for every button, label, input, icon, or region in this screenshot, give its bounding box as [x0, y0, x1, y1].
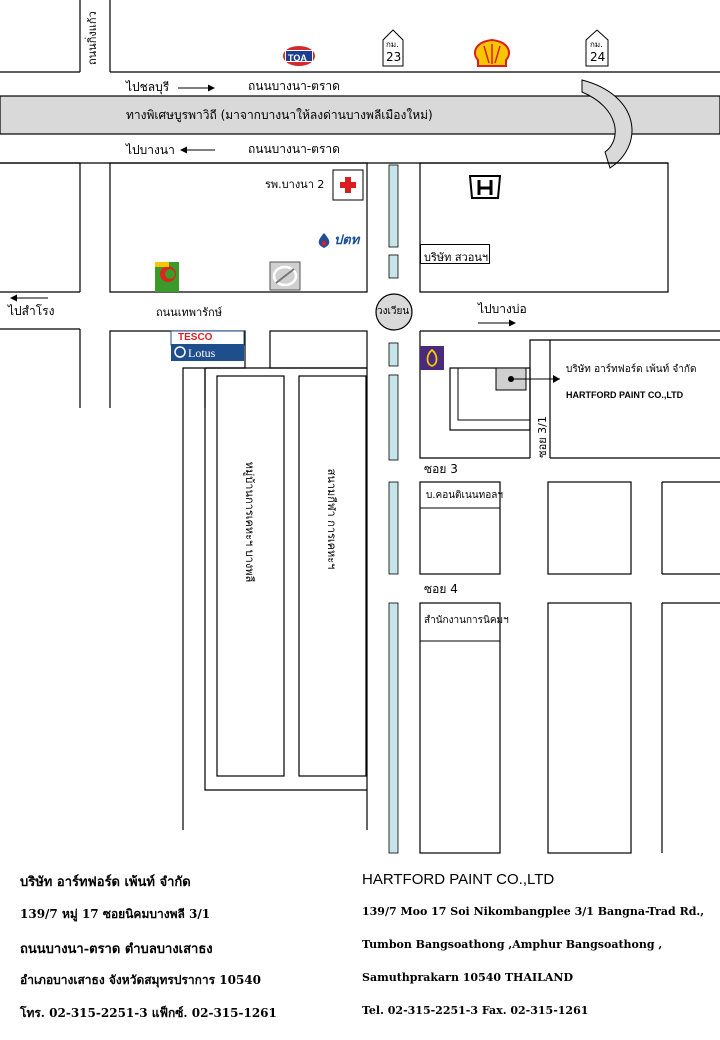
stadium-label: สนามกีฬา การเคหะฯ [325, 468, 338, 570]
roundabout-circle [375, 293, 413, 331]
km-label-24: กม. [590, 40, 603, 49]
address-th-line3: อำเภอบางเสาธง จังหวัดสมุทรปราการ 10540 [20, 973, 262, 987]
ptt-logo [318, 233, 330, 248]
scb-logo [420, 346, 444, 370]
estate-office-label: สำนักงานการนิคมฯ [424, 615, 509, 626]
address-th-line1: 139/7 หมู่ 17 ซอยนิคมบางพลี 3/1 [20, 907, 211, 921]
stadium-block [298, 375, 367, 777]
hospital-cross-icon [332, 169, 364, 201]
village-block [216, 375, 285, 777]
lotus-text: Lotus [188, 346, 216, 360]
to-bangbo-label: ไปบางบ่อ [478, 302, 527, 316]
honda-logo [468, 175, 502, 199]
soi-4-label: ซอย 4 [424, 582, 458, 596]
km-label-23: กม. [386, 40, 399, 49]
shell-logo [474, 38, 510, 67]
hartford-label-en: HARTFORD PAINT CO.,LTD [566, 390, 684, 400]
to-chonburi-label: ไปชลบุรี [126, 80, 170, 94]
address-en-line2: Tumbon Bangsoathong ,Amphur Bangsoathong… [362, 938, 663, 951]
expressway-label: ทางพิเศษบูรพาวิถี (มาจากบางนาให้ลงด่านบา… [126, 108, 433, 122]
toa-text: TOA [288, 53, 307, 63]
village-label: หมู่บ้านการเคหะฯ บางพลี [243, 461, 256, 583]
hospital-label: รพ.บางนา 2 [265, 178, 325, 191]
address-en-company: HARTFORD PAINT CO.,LTD [362, 871, 555, 888]
to-samrong-label: ไปสำโรง [8, 304, 55, 318]
tesco-lotus-logo [170, 330, 245, 361]
expressway-ramp [581, 79, 633, 169]
address-th-company: บริษัท อาร์ทฟอร์ด เพ้นท์ จำกัด [20, 875, 191, 890]
swan-company-box: บริษัท สวอนฯ [420, 244, 490, 264]
address-th-line2: ถนนบางนา-ตราด ตำบลบางเสาธง [20, 942, 213, 957]
thepharak-road-label: ถนนเทพารักษ์ [156, 306, 222, 319]
swan-company-label: บริษัท สวอนฯ [424, 251, 489, 264]
km-value-24: 24 [590, 50, 606, 64]
soi-31-label: ซอย 3/1 [536, 416, 549, 458]
soi-3-label: ซอย 3 [424, 462, 458, 476]
hartford-label-th: บริษัท อาร์ทฟอร์ด เพ้นท์ จำกัด [566, 364, 697, 375]
cp-logo [155, 262, 179, 292]
toa-logo [283, 46, 315, 66]
ptt-text: ปตท [334, 233, 360, 248]
bangna-trad-road-label-top: ถนนบางนา-ตราด [248, 79, 340, 93]
arrow-icon [10, 84, 516, 327]
address-en-line3: Samuthprakarn 10540 THAILAND [362, 971, 573, 984]
km-value-23: 23 [386, 50, 402, 64]
address-th-line4: โทร. 02-315-2251-3 แฟ็กซ์. 02-315-1261 [20, 1006, 277, 1020]
km-marker [382, 29, 609, 67]
roundabout-label: วงเวียน [377, 306, 410, 317]
bangna-trad-road-label-bottom: ถนนบางนา-ตราด [248, 142, 340, 156]
continental-label: บ.คอนติเนนทอลฯ [426, 490, 503, 501]
address-en-line4: Tel. 02-315-2251-3 Fax. 02-315-1261 [362, 1004, 589, 1017]
to-bangna-label: ไปบางนา [126, 143, 175, 157]
leaf-logo [269, 261, 301, 291]
kingkaew-road-label: ถนนกิ่งแก้ว [86, 11, 99, 65]
tesco-text: TESCO [178, 332, 213, 343]
address-en-line1: 139/7 Moo 17 Soi Nikombangplee 3/1 Bangn… [362, 905, 705, 918]
